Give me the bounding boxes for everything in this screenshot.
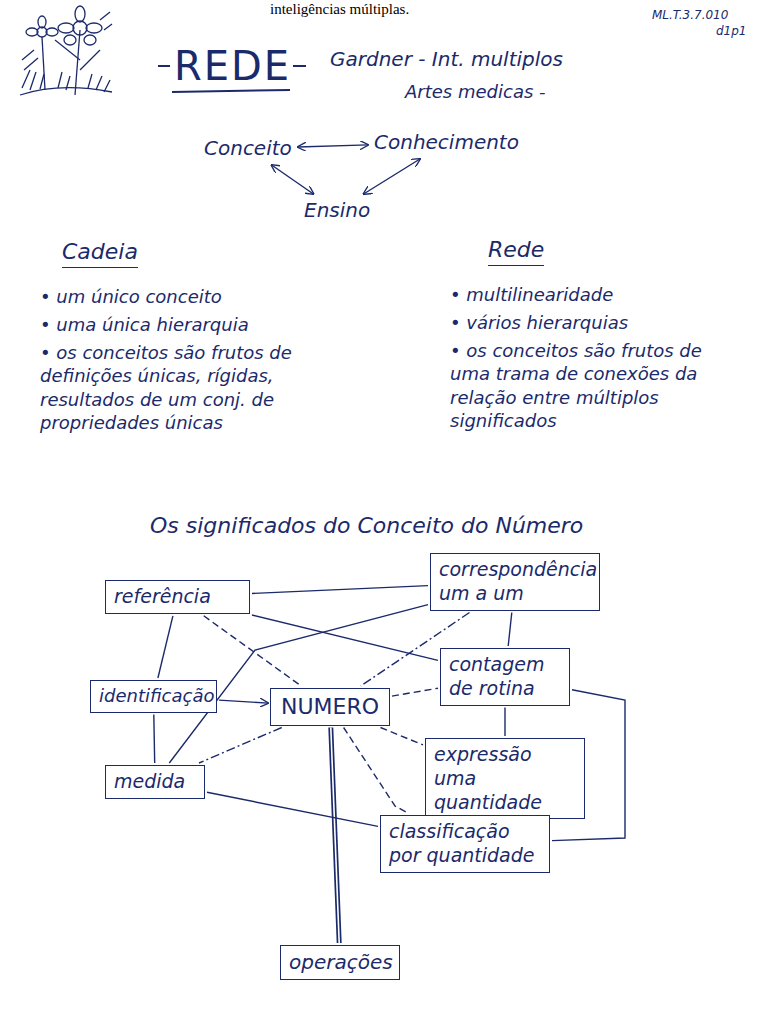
node-text: Ensino <box>304 198 370 223</box>
node-text: referência <box>114 585 241 609</box>
connector-line <box>153 715 155 764</box>
concept-box: correspondência um a um <box>430 553 600 611</box>
connector-path <box>381 728 424 745</box>
connector-path <box>504 708 505 737</box>
label-holder: • os conceitos são frutos de definições … <box>40 341 310 435</box>
cut-heading: inteligências múltiplas. <box>270 1 409 17</box>
connector-line <box>392 688 438 696</box>
connector-line <box>344 728 408 814</box>
column-heading: Rede <box>488 236 544 266</box>
node-text: operações <box>289 950 391 975</box>
connector-path <box>272 165 314 194</box>
label-holder: • os conceitos são frutos de uma trama d… <box>450 339 735 433</box>
connector-path <box>219 700 268 703</box>
connector-line <box>219 700 268 703</box>
node-text: medida <box>114 770 196 794</box>
list-item: • os conceitos são frutos de uma trama d… <box>450 340 702 431</box>
connector-path <box>207 792 378 826</box>
list-item: • os conceitos são frutos de definições … <box>40 342 292 433</box>
connector-path <box>344 728 408 814</box>
page-title: REDE <box>174 40 291 92</box>
label-holder: Cadeia <box>62 238 192 268</box>
connector-line <box>158 616 173 678</box>
connector-path <box>392 688 438 696</box>
concept-box: NUMERO <box>270 688 390 726</box>
label-holder: • multilinearidade <box>450 283 740 306</box>
connector-line <box>252 586 428 594</box>
label-holder: • uma única hierarquia <box>40 313 310 336</box>
node-text: classificação por quantidade <box>389 820 541 868</box>
label-holder: Gardner - Int. multiplos <box>330 46 600 72</box>
label-holder: inteligências múltiplas. <box>270 0 530 20</box>
node-text: NUMERO <box>279 693 381 721</box>
label-holder: ML.T.3.7.010 <box>652 8 762 24</box>
node-text: Conhecimento <box>374 130 519 155</box>
connector-path <box>331 728 339 944</box>
concept-box: operações <box>280 945 400 980</box>
concept-box: expressão uma quantidade <box>425 738 585 819</box>
connector-line <box>364 159 420 194</box>
list-item: • vários hierarquias <box>450 312 628 333</box>
connector-path <box>252 586 428 594</box>
column-heading: Cadeia <box>62 238 138 268</box>
connector-line <box>298 145 368 147</box>
page-code: ML.T.3.7.010 <box>652 8 728 22</box>
connector-line <box>207 792 378 826</box>
node-text: identificação <box>99 685 208 708</box>
connector-path <box>364 159 420 194</box>
connector-path <box>252 615 438 660</box>
concept-word: Conceito <box>200 134 296 163</box>
label-holder: • vários hierarquias <box>450 311 740 334</box>
connector-path <box>158 616 173 678</box>
section-heading: Os significados do Conceito do Número <box>150 513 583 538</box>
reference-note: Gardner - Int. multiplos <box>330 47 563 71</box>
connector-path <box>199 728 282 764</box>
connector-line <box>381 728 424 745</box>
connector-line <box>505 708 506 737</box>
concept-box: classificação por quantidade <box>380 815 550 873</box>
node-text: contagem de rotina <box>449 653 561 701</box>
concept-box: medida <box>105 765 205 799</box>
connector-line <box>252 615 438 660</box>
list-item: • uma única hierarquia <box>40 314 249 335</box>
connector-line <box>272 165 314 194</box>
label-holder: d1p1 <box>716 24 761 40</box>
double-line-gap <box>331 728 339 944</box>
concept-box: contagem de rotina <box>440 648 570 706</box>
connector-line <box>204 616 302 686</box>
page-code: d1p1 <box>716 24 747 38</box>
concept-box: referência <box>105 580 250 614</box>
concept-box: identificação <box>90 680 217 713</box>
connector-line <box>331 728 339 944</box>
connector-path <box>298 145 368 147</box>
label-holder: Rede <box>488 236 618 266</box>
node-text: expressão uma quantidade <box>434 743 576 814</box>
connector-line <box>508 613 512 647</box>
node-text: correspondência um a um <box>439 558 591 606</box>
connector-path <box>153 715 155 764</box>
label-holder: Os significados do Conceito do Número <box>150 512 620 541</box>
list-item: • um único conceito <box>40 286 222 307</box>
node-text: Conceito <box>204 136 292 161</box>
connector-line <box>199 728 282 764</box>
label-holder: • um único conceito <box>40 285 310 308</box>
reference-note: Artes medicas - <box>405 81 546 102</box>
list-item: • multilinearidade <box>450 284 613 305</box>
connector-path <box>508 613 512 647</box>
concept-word: Conhecimento <box>370 128 523 157</box>
label-holder: Artes medicas - <box>405 80 605 103</box>
connector-path <box>204 616 302 686</box>
concept-word: Ensino <box>300 196 374 225</box>
